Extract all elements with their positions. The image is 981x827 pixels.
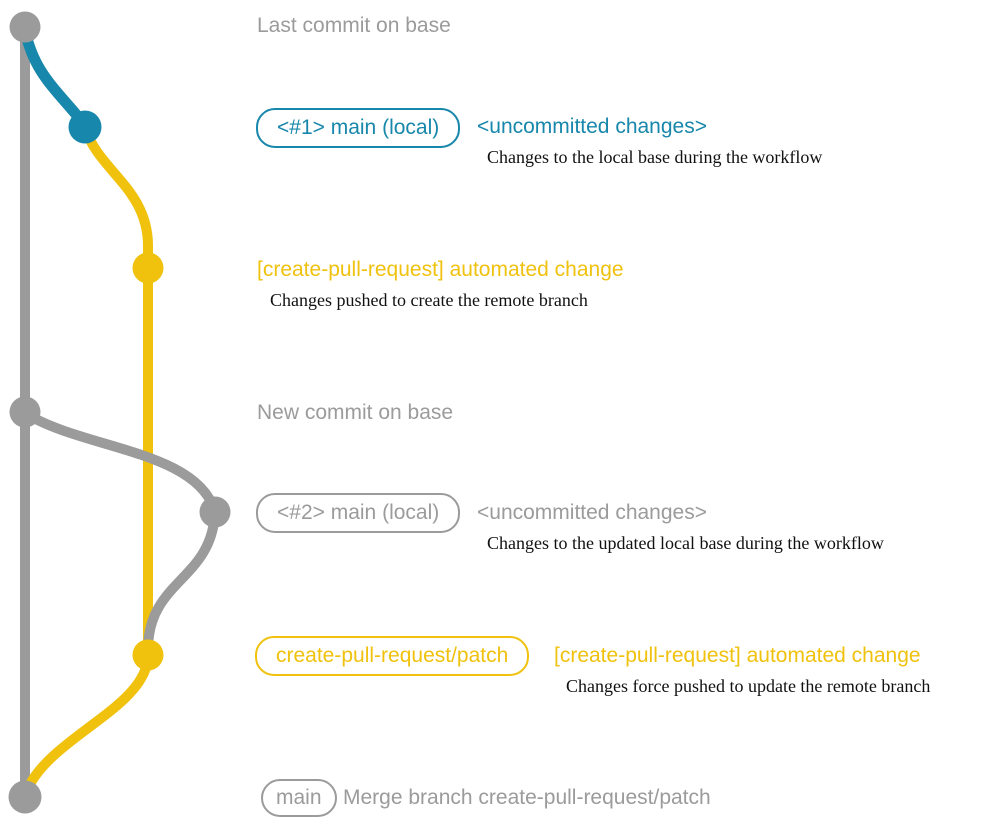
branch-badge-main-local-2: <#2> main (local) bbox=[256, 493, 461, 533]
branch-badge-label: main bbox=[276, 786, 322, 809]
branch-badge-create-pull-request-patch: create-pull-request/patch bbox=[255, 636, 530, 676]
note-push-create-remote-branch: Changes pushed to create the remote bran… bbox=[270, 290, 588, 310]
patch-branch-line bbox=[80, 122, 153, 660]
commit-dot-automated-change-1 bbox=[132, 252, 164, 284]
branch-badge-label: create-pull-request/patch bbox=[276, 644, 509, 667]
commit-dot-new-base bbox=[9, 396, 41, 428]
caption-new-commit-on-base: New commit on base bbox=[257, 401, 454, 424]
commit-dot-automated-change-2 bbox=[132, 639, 164, 671]
commit-dot-uncommitted-1 bbox=[68, 110, 102, 144]
branch-badge-main-local-1: <#1> main (local) bbox=[256, 108, 461, 148]
commit-dot-merge bbox=[8, 780, 42, 814]
status-uncommitted-changes-1: <uncommitted changes> bbox=[477, 115, 707, 138]
branch-badge-label: <#2> main (local) bbox=[277, 501, 440, 524]
note-force-push-remote-branch: Changes force pushed to update the remot… bbox=[566, 676, 931, 696]
commit-message-automated-change-1: [create-pull-request] automated change bbox=[257, 258, 624, 281]
commit-message-automated-change-2: [create-pull-request] automated change bbox=[554, 644, 921, 667]
caption-last-commit-on-base: Last commit on base bbox=[257, 14, 451, 37]
branch-badge-main: main bbox=[261, 779, 337, 817]
commit-message-merge: Merge branch create-pull-request/patch bbox=[343, 786, 711, 809]
local-main-2-branch-curve bbox=[20, 408, 221, 653]
commit-dot-uncommitted-2 bbox=[199, 496, 231, 528]
patch-merge-curve bbox=[21, 650, 153, 798]
status-uncommitted-changes-2: <uncommitted changes> bbox=[477, 501, 707, 524]
note-updated-local-base-changes: Changes to the updated local base during… bbox=[487, 533, 884, 553]
commit-dot-last-base bbox=[9, 11, 41, 43]
branch-badge-label: <#1> main (local) bbox=[277, 116, 440, 139]
local-main-1-branch-curve bbox=[19, 24, 90, 130]
note-local-base-changes: Changes to the local base during the wor… bbox=[487, 147, 823, 167]
